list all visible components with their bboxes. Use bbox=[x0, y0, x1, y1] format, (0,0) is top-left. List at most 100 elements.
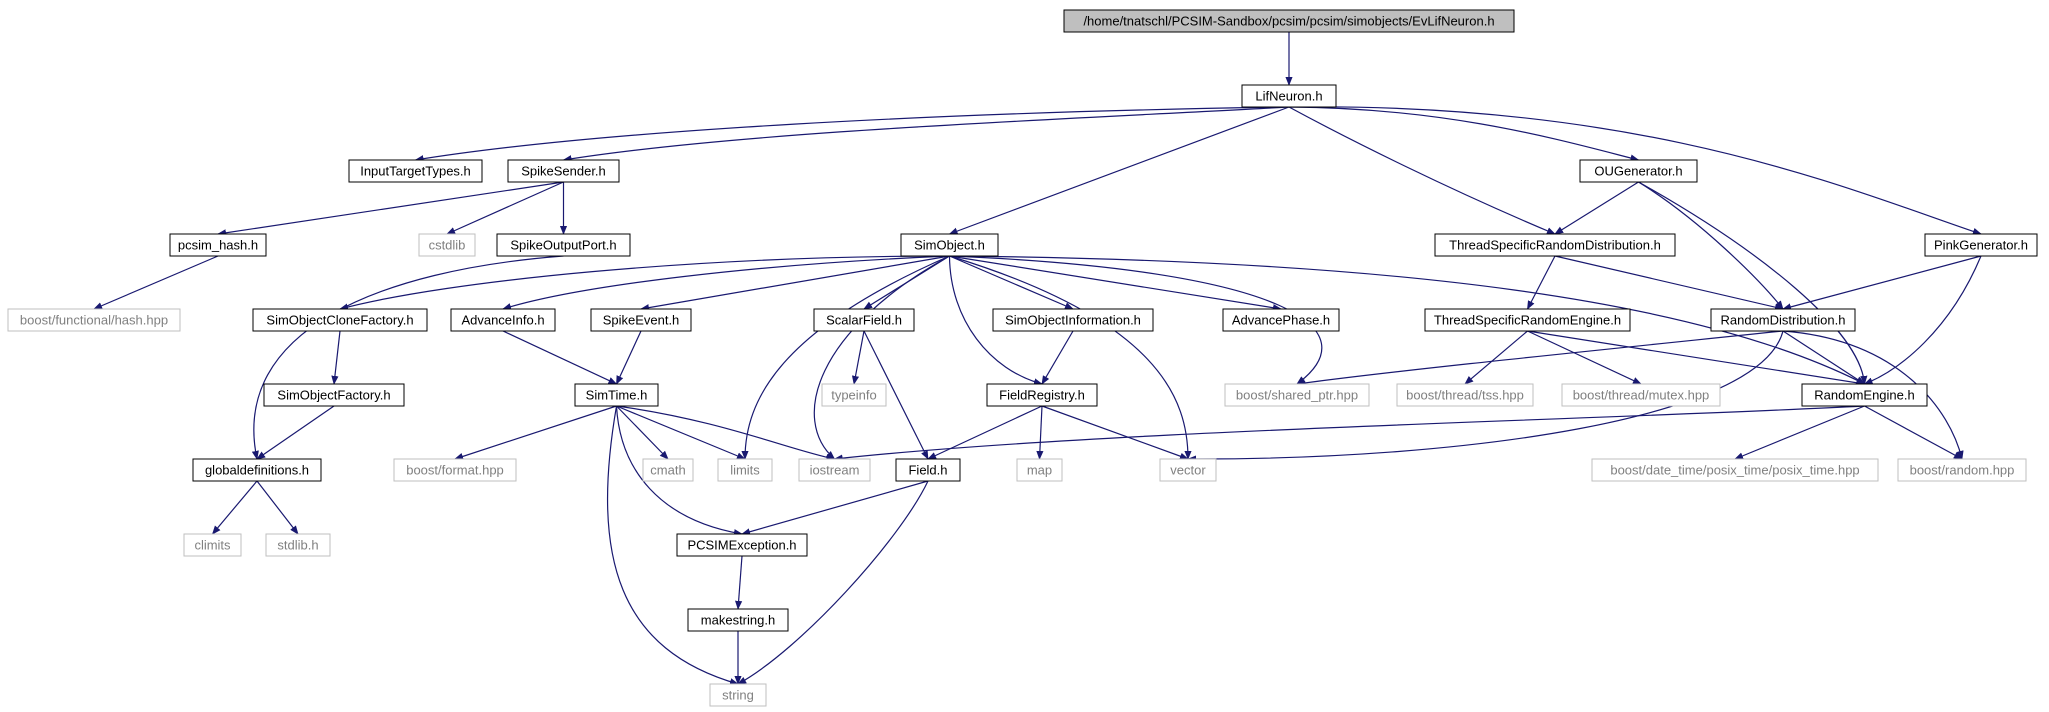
node-makestring[interactable]: makestring.h bbox=[687, 608, 789, 632]
edge-simtime-to-cmath bbox=[616, 405, 669, 460]
node-typeinfo: typeinfo bbox=[821, 383, 887, 407]
node-label: pcsim_hash.h bbox=[178, 238, 258, 253]
node-label: boost/thread/mutex.hpp bbox=[1573, 388, 1710, 403]
node-cmath: cmath bbox=[642, 458, 694, 482]
node-box bbox=[252, 308, 428, 332]
node-label: boost/random.hpp bbox=[1910, 463, 2015, 478]
node-box bbox=[393, 458, 517, 482]
node-oug[interactable]: OUGenerator.h bbox=[1579, 159, 1698, 183]
edge-ai-to-simtime bbox=[502, 330, 618, 385]
node-field[interactable]: Field.h bbox=[895, 458, 961, 482]
edge-so-to-socf bbox=[339, 255, 950, 311]
node-box bbox=[1224, 383, 1370, 407]
node-label: SimObjectCloneFactory.h bbox=[266, 313, 413, 328]
node-so[interactable]: SimObject.h bbox=[900, 233, 999, 257]
edge-tsre-to-btss bbox=[1464, 330, 1528, 385]
node-label: climits bbox=[194, 538, 231, 553]
edge-oug-to-rd bbox=[1638, 181, 1784, 310]
node-box bbox=[895, 458, 961, 482]
edge-pink-to-rd bbox=[1782, 255, 1982, 311]
edge-simtime-to-iostream bbox=[616, 405, 836, 461]
node-box bbox=[642, 458, 694, 482]
node-sofac[interactable]: SimObjectFactory.h bbox=[263, 383, 405, 407]
node-label: InputTargetTypes.h bbox=[360, 164, 471, 179]
node-label: boost/shared_ptr.hpp bbox=[1236, 388, 1358, 403]
node-ai[interactable]: AdvanceInfo.h bbox=[450, 308, 556, 332]
node-gd[interactable]: globaldefinitions.h bbox=[192, 458, 322, 482]
node-re[interactable]: RandomEngine.h bbox=[1801, 383, 1928, 407]
node-box bbox=[1801, 383, 1928, 407]
node-label: AdvancePhase.h bbox=[1232, 313, 1330, 328]
node-label: SimObjectInformation.h bbox=[1005, 313, 1141, 328]
node-label: boost/date_time/posix_time/posix_time.hp… bbox=[1610, 463, 1859, 478]
node-label: OUGenerator.h bbox=[1594, 164, 1682, 179]
node-box bbox=[507, 159, 620, 183]
node-pink[interactable]: PinkGenerator.h bbox=[1924, 233, 2038, 257]
edge-pcsimexc-to-makestring bbox=[735, 555, 743, 610]
edge-lif-to-itt bbox=[414, 106, 1290, 163]
node-brandom: boost/random.hpp bbox=[1897, 458, 2027, 482]
edge-rd-to-re bbox=[1782, 330, 1866, 385]
node-box bbox=[821, 383, 887, 407]
node-label: RandomEngine.h bbox=[1814, 388, 1914, 403]
node-socf[interactable]: SimObjectCloneFactory.h bbox=[252, 308, 428, 332]
node-label: stdlib.h bbox=[277, 538, 318, 553]
node-label: SpikeOutputPort.h bbox=[510, 238, 616, 253]
dependency-edges bbox=[93, 32, 1982, 686]
node-box bbox=[1434, 233, 1676, 257]
node-label: FieldRegistry.h bbox=[999, 388, 1085, 403]
edge-so-to-ap bbox=[949, 255, 1282, 312]
edge-simtime-to-string bbox=[607, 405, 739, 686]
node-rd[interactable]: RandomDistribution.h bbox=[1710, 308, 1856, 332]
node-label: SimObjectFactory.h bbox=[277, 388, 390, 403]
node-label: globaldefinitions.h bbox=[205, 463, 309, 478]
edge-se-to-simtime bbox=[615, 330, 642, 385]
node-box bbox=[348, 159, 483, 183]
node-box bbox=[1561, 383, 1721, 407]
node-box bbox=[1063, 9, 1515, 33]
node-box bbox=[496, 233, 631, 257]
edge-so-to-re bbox=[949, 255, 1866, 385]
edge-tsre-to-re bbox=[1527, 330, 1866, 387]
node-lif[interactable]: LifNeuron.h bbox=[1241, 84, 1337, 108]
node-box bbox=[1016, 458, 1063, 482]
node-label: boost/functional/hash.hpp bbox=[20, 313, 168, 328]
node-label: AdvanceInfo.h bbox=[461, 313, 544, 328]
node-label: LifNeuron.h bbox=[1255, 89, 1322, 104]
node-se[interactable]: SpikeEvent.h bbox=[590, 308, 692, 332]
edge-rd-to-vector bbox=[1187, 330, 1784, 463]
node-label: boost/thread/tss.hpp bbox=[1406, 388, 1524, 403]
node-fr[interactable]: FieldRegistry.h bbox=[986, 383, 1098, 407]
node-box bbox=[1897, 458, 2027, 482]
node-ap[interactable]: AdvancePhase.h bbox=[1222, 308, 1340, 332]
node-tsrd[interactable]: ThreadSpecificRandomDistribution.h bbox=[1434, 233, 1676, 257]
node-string: string bbox=[709, 683, 767, 707]
node-tsre[interactable]: ThreadSpecificRandomEngine.h bbox=[1424, 308, 1631, 332]
edge-tsrd-to-rd bbox=[1554, 255, 1784, 311]
node-label: string bbox=[722, 688, 754, 703]
node-box bbox=[717, 458, 773, 482]
node-box bbox=[986, 383, 1098, 407]
node-label: ThreadSpecificRandomEngine.h bbox=[1434, 313, 1621, 328]
node-simtime[interactable]: SimTime.h bbox=[574, 383, 659, 407]
node-pcsimexc[interactable]: PCSIMException.h bbox=[676, 533, 808, 557]
node-bsp: boost/shared_ptr.hpp bbox=[1224, 383, 1370, 407]
node-box bbox=[1924, 233, 2038, 257]
node-label: cstdlib bbox=[429, 238, 466, 253]
node-ev[interactable]: /home/tnatschl/PCSIM-Sandbox/pcsim/pcsim… bbox=[1063, 9, 1515, 33]
node-sf[interactable]: ScalarField.h bbox=[813, 308, 915, 332]
edge-lif-to-oug bbox=[1288, 106, 1640, 162]
node-label: ThreadSpecificRandomDistribution.h bbox=[1449, 238, 1661, 253]
node-bfh: boost/functional/hash.hpp bbox=[7, 308, 181, 332]
node-box bbox=[263, 383, 405, 407]
edge-re-to-brandom bbox=[1864, 405, 1963, 460]
node-ss[interactable]: SpikeSender.h bbox=[507, 159, 620, 183]
node-sop[interactable]: SpikeOutputPort.h bbox=[496, 233, 631, 257]
node-itt[interactable]: InputTargetTypes.h bbox=[348, 159, 483, 183]
edge-tsre-to-bmutex bbox=[1527, 330, 1642, 385]
edge-lif-to-tsrd bbox=[1288, 106, 1556, 235]
node-pcsimhash[interactable]: pcsim_hash.h bbox=[169, 233, 267, 257]
edge-oug-to-tsrd bbox=[1554, 181, 1639, 235]
node-soi[interactable]: SimObjectInformation.h bbox=[992, 308, 1154, 332]
